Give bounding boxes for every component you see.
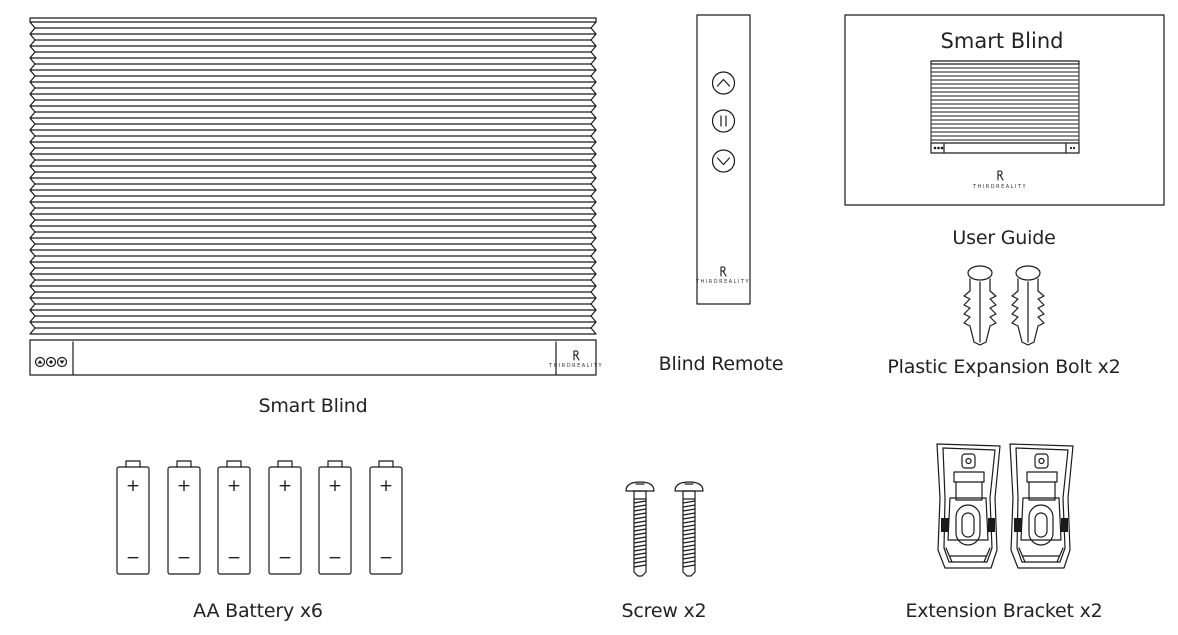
brand-r-logo-icon: [720, 266, 727, 277]
battery-plus-sign: +: [177, 476, 191, 496]
extension-bracket: [936, 443, 1001, 569]
battery-plus-sign: +: [227, 476, 241, 496]
aa-battery: +−: [167, 460, 201, 575]
guide-cover-title: Smart Blind: [940, 29, 1064, 53]
blind-remote-label: Blind Remote: [658, 353, 784, 375]
brand-r-logo-icon: [997, 170, 1004, 181]
battery-plus-sign: +: [126, 476, 140, 496]
blind-control-buttons: [34, 356, 68, 368]
expansion-bolt: [1011, 265, 1045, 346]
remote-body: [696, 14, 751, 305]
aa-battery: +−: [217, 460, 251, 575]
guide-blind-pleats: [930, 63, 1080, 144]
user-guide-label: User Guide: [952, 227, 1056, 249]
screw-label: Screw x2: [621, 600, 707, 622]
battery-minus-sign: −: [126, 548, 140, 568]
battery-minus-sign: −: [177, 548, 191, 568]
pause-icon[interactable]: [711, 109, 736, 133]
battery-plus-sign: +: [379, 476, 393, 496]
brand-r-logo-icon: [573, 350, 580, 361]
extension-brackets-illustration: [936, 443, 1074, 569]
blind-remote-illustration: [696, 14, 751, 305]
chevron-down-icon[interactable]: [711, 149, 736, 173]
expansion-bolt: [963, 265, 997, 346]
bracket-label: Extension Bracket x2: [905, 600, 1103, 622]
battery-minus-sign: −: [227, 548, 241, 568]
aa-batteries-illustration: +−+−+−+−+−+−: [116, 460, 403, 575]
battery-label: AA Battery x6: [193, 600, 323, 622]
aa-battery: +−: [318, 460, 352, 575]
triangle-down-icon: [56, 356, 68, 368]
chevron-up-icon[interactable]: [711, 71, 736, 95]
screw: [674, 481, 704, 577]
guide-blind-rail: [930, 142, 1080, 154]
battery-plus-sign: +: [328, 476, 342, 496]
brand-wordmark: THIRDREALITY: [695, 279, 751, 285]
brand-wordmark: THIRDREALITY: [548, 363, 604, 369]
battery-minus-sign: −: [278, 548, 292, 568]
smart-blind-label: Smart Blind: [258, 395, 368, 417]
aa-battery: +−: [369, 460, 403, 575]
battery-minus-sign: −: [379, 548, 393, 568]
expansion-bolt-label: Plastic Expansion Bolt x2: [887, 356, 1121, 378]
user-guide-illustration: [844, 14, 1165, 206]
screws-illustration: [625, 481, 704, 577]
brand-wordmark: THIRDREALITY: [972, 184, 1028, 190]
screw: [625, 481, 655, 577]
blind-bottom-rail: [29, 339, 597, 376]
eject-icon: [34, 356, 46, 368]
blind-pleats: [29, 21, 597, 335]
aa-battery: +−: [268, 460, 302, 575]
extension-bracket: [1009, 443, 1074, 569]
dot-circle-icon: [45, 356, 57, 368]
battery-plus-sign: +: [278, 476, 292, 496]
guide-cover: [844, 14, 1165, 206]
expansion-bolts-illustration: [963, 265, 1045, 346]
smart-blind-illustration: [29, 17, 597, 376]
aa-battery: +−: [116, 460, 150, 575]
battery-minus-sign: −: [328, 548, 342, 568]
